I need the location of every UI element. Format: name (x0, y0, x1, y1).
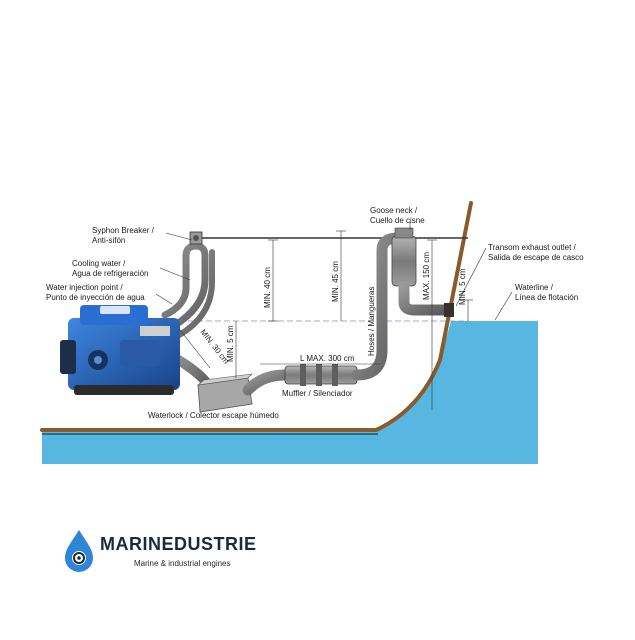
hose-to-muffler (242, 369, 291, 396)
label-syphon-breaker-2: Anti-sifón (92, 236, 125, 245)
brand-logo-icon (65, 530, 93, 572)
marine-engine (60, 305, 180, 395)
label-goose-neck-2: Cuello de cisne (370, 216, 425, 225)
label-muffler: Muffler / Silenciador (282, 389, 353, 398)
label-waterline-2: Línea de flotación (515, 293, 578, 302)
goose-neck (391, 227, 417, 287)
muffler (284, 364, 358, 386)
label-transom-2: Salida de escape de casco (488, 253, 584, 262)
label-water-injection-1: Water injection point / (46, 283, 123, 292)
label-transom-1: Transom exhaust outlet / (488, 243, 577, 252)
label-hoses: Hoses / Mangueras (367, 287, 376, 356)
dim-max-150: MAX. 150 cm (422, 252, 431, 300)
brand-name: MARINEDUSTRIE (100, 534, 257, 554)
hose-to-goose-neck (351, 232, 404, 381)
label-goose-neck-1: Goose neck / (370, 206, 418, 215)
label-waterline-1: Waterline / (515, 283, 554, 292)
label-syphon-breaker-1: Syphon Breaker / (92, 226, 155, 235)
hose-to-transom (398, 280, 452, 316)
label-waterlock: Waterlock / Colector escape húmedo (148, 411, 279, 420)
dim-l-max-300: L MAX. 300 cm (300, 354, 355, 363)
dim-min-5-right: MIN. 5 cm (458, 268, 467, 305)
cooling-hose-outer (146, 242, 209, 342)
brand-block: MARINEDUSTRIE Marine & industrial engine… (62, 528, 282, 578)
sea-water (42, 321, 538, 464)
label-water-injection-2: Punto de inyección de agua (46, 293, 145, 302)
dim-min-40: MIN. 40 cm (263, 267, 272, 308)
syphon-breaker-valve (189, 231, 203, 245)
label-cooling-water-1: Cooling water / (72, 259, 126, 268)
waterlock-box (196, 373, 253, 413)
dim-min-5-left: MIN. 5 cm (226, 325, 235, 362)
brand-tagline: Marine & industrial engines (134, 559, 231, 568)
dim-min-45: MIN. 45 cm (331, 261, 340, 302)
transom-outlet (444, 303, 454, 317)
boat-hull (40, 201, 473, 432)
label-cooling-water-2: Agua de refrigeración (72, 269, 149, 278)
